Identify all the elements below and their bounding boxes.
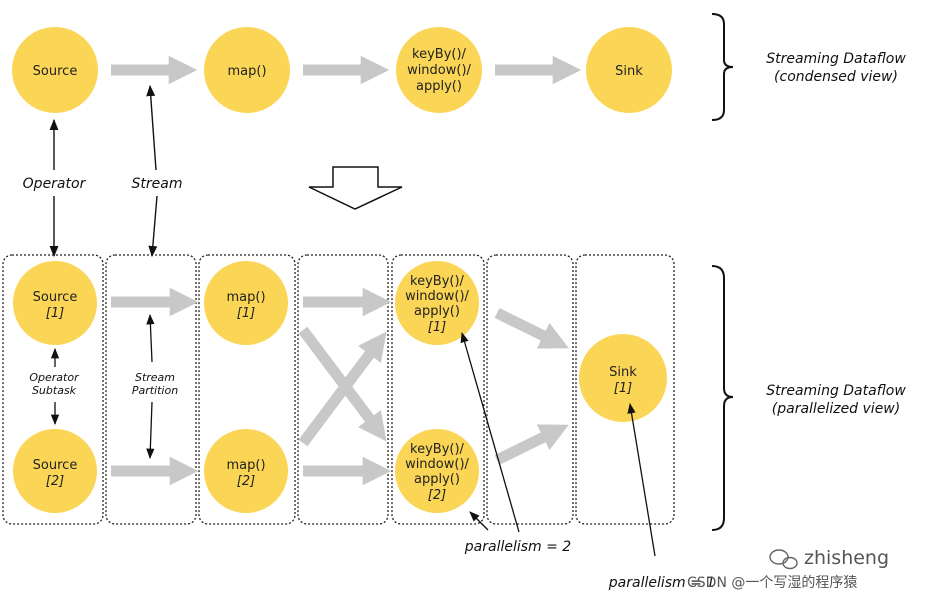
- partition-arrow-keyby1-sink: [494, 308, 569, 349]
- keyby-2-line-1: keyBy()/: [410, 442, 465, 457]
- parallelism-2-arrow-keyby1: [460, 332, 520, 533]
- keyby-1-line-3: apply(): [414, 304, 460, 319]
- keyby-2-index: [2]: [428, 488, 446, 503]
- source-2-node: [13, 429, 97, 513]
- parallelism-1-arrow: [627, 402, 656, 557]
- condensed-view-bracket: [711, 13, 734, 121]
- source-1-label: Source: [33, 290, 78, 305]
- parallelism-1-label: parallelism = 1: [608, 575, 715, 591]
- column-box-source: [2, 254, 104, 525]
- column-box-map: [198, 254, 296, 525]
- source-2-index: [2]: [46, 474, 64, 489]
- condensed-keyby-line-1: keyBy()/: [412, 47, 467, 62]
- condensed-view-subtitle: (condensed view): [774, 69, 898, 85]
- column-box-sink: [575, 254, 675, 525]
- operator-subtask-label-2: Subtask: [32, 384, 77, 397]
- map-1-label: map(): [226, 290, 265, 305]
- condensed-map-node: [204, 27, 290, 113]
- top-annotations: Operator Stream: [23, 84, 183, 258]
- keyby-2-line-2: window()/: [405, 457, 469, 472]
- parallelized-view: Source [1] Source [2] map() [1] map() [2…: [2, 254, 906, 591]
- partition-arrow-keyby2-sink: [494, 424, 569, 465]
- keyby-1-node: [395, 261, 479, 345]
- transform-down-arrow: [308, 166, 403, 210]
- watermark-credit: CSDN @一个写湿的程序猿: [687, 575, 857, 591]
- watermark: zhisheng CSDN @一个写湿的程序猿: [687, 547, 889, 591]
- parallelized-view-subtitle: (parallelized view): [772, 401, 900, 417]
- stream-partition-label-1: Stream: [135, 371, 175, 384]
- condensed-keyby-line-3: apply(): [416, 79, 462, 94]
- operator-subtask-label-1: Operator: [29, 371, 80, 384]
- map-1-index: [1]: [237, 306, 255, 321]
- map-2-node: [204, 429, 288, 513]
- column-box-stream-2: [297, 254, 389, 525]
- condensed-map-label: map(): [227, 64, 266, 79]
- map-1-node: [204, 261, 288, 345]
- condensed-view-title: Streaming Dataflow: [766, 51, 906, 67]
- source-1-node: [13, 261, 97, 345]
- keyby-1-line-1: keyBy()/: [410, 274, 465, 289]
- column-box-stream-3: [486, 254, 574, 525]
- column-box-stream-1: [105, 254, 197, 525]
- condensed-sink-node: [586, 27, 672, 113]
- stream-partition-label-2: Partition: [132, 384, 178, 397]
- column-box-keyby: [391, 254, 485, 525]
- condensed-keyby-node: [396, 27, 482, 113]
- sink-node: [579, 334, 667, 422]
- condensed-view: Source map() keyBy()/ window()/ apply() …: [12, 13, 906, 121]
- condensed-keyby-line-2: window()/: [407, 63, 471, 78]
- partition-arrow-map2-keyby1: [298, 331, 387, 447]
- stream-label: Stream: [132, 176, 183, 192]
- parallelized-view-title: Streaming Dataflow: [766, 383, 906, 399]
- watermark-brand: zhisheng: [804, 547, 889, 569]
- parallelized-view-bracket: [711, 265, 734, 531]
- stream-partition-arrow-up: [146, 313, 155, 363]
- parallelism-2-arrow-keyby2: [469, 511, 489, 531]
- source-1-index: [1]: [46, 306, 64, 321]
- wechat-icon: [769, 549, 798, 570]
- stream-partition-arrow-down: [146, 401, 155, 460]
- condensed-source-node: [12, 27, 98, 113]
- sink-index: [1]: [614, 381, 632, 396]
- map-2-index: [2]: [237, 474, 255, 489]
- keyby-2-node: [395, 429, 479, 513]
- stream-arrow-down: [148, 195, 158, 258]
- parallelism-2-label: parallelism = 2: [464, 539, 572, 555]
- stream-arrow-up: [146, 84, 157, 171]
- operator-label: Operator: [23, 176, 87, 192]
- partition-arrow-map1-keyby2: [298, 326, 387, 442]
- keyby-1-index: [1]: [428, 320, 446, 335]
- keyby-2-line-3: apply(): [414, 472, 460, 487]
- map-2-label: map(): [226, 458, 265, 473]
- condensed-source-label: Source: [33, 64, 78, 79]
- condensed-sink-label: Sink: [615, 64, 643, 79]
- keyby-1-line-2: window()/: [405, 289, 469, 304]
- source-2-label: Source: [33, 458, 78, 473]
- sink-label: Sink: [609, 365, 637, 380]
